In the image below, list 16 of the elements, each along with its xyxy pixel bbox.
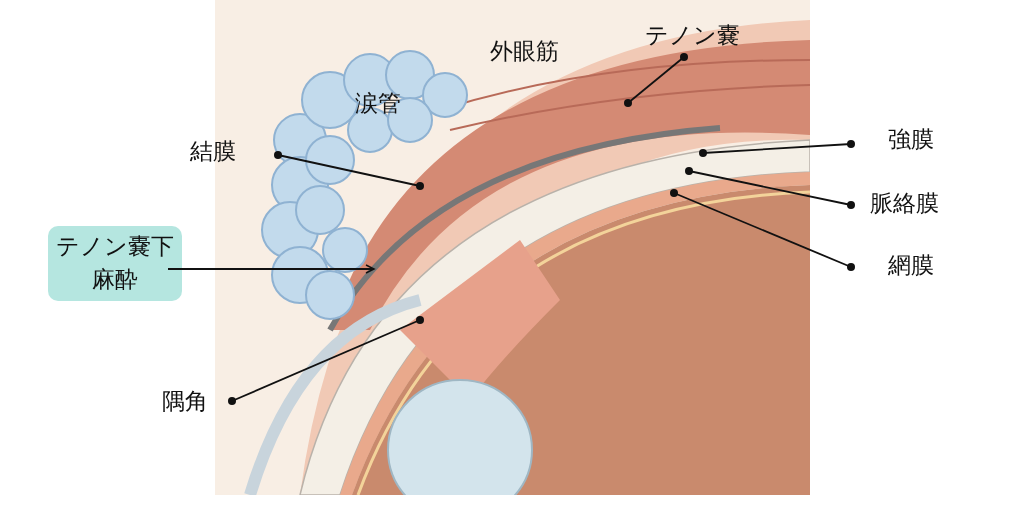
part-label: 脈絡膜	[870, 190, 939, 218]
leader-line	[685, 167, 855, 209]
leader-line	[699, 140, 855, 157]
leader-line	[274, 151, 424, 190]
part-label: 結膜	[190, 138, 236, 166]
leader-line	[167, 264, 375, 274]
part-label: 外眼筋	[490, 38, 559, 66]
part-label: 強膜	[888, 126, 934, 154]
part-label: 隅角	[162, 388, 208, 416]
callout-box: テノン嚢下麻酔	[48, 226, 182, 301]
part-label: テノン嚢	[645, 22, 740, 50]
leader-line	[624, 53, 688, 107]
leader-line	[228, 316, 424, 405]
part-label: 涙管	[355, 90, 401, 118]
leader-line	[670, 189, 855, 271]
part-label: 網膜	[888, 252, 934, 280]
